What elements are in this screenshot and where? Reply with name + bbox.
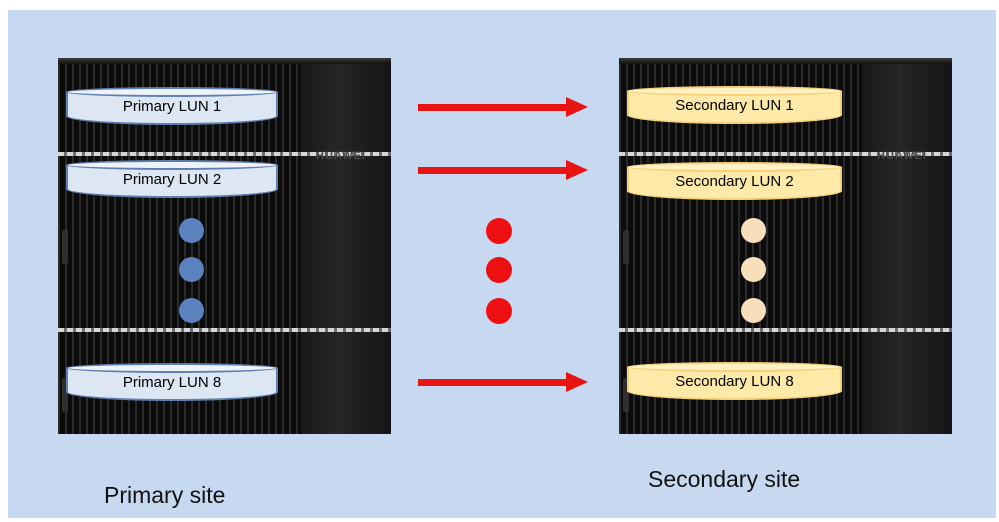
- primary-lun-1: Primary LUN 1: [66, 87, 278, 125]
- primary-ellipsis-dot-3: [179, 298, 204, 323]
- replication-arrow-lun-1: [418, 97, 588, 117]
- replication-ellipsis-dot-3: [486, 298, 512, 324]
- primary-ellipsis-dot-2: [179, 257, 204, 282]
- secondary-ellipsis-dot-1: [741, 218, 766, 243]
- replication-arrow-lun-8: [418, 372, 588, 392]
- primary-lun-8: Primary LUN 8: [66, 363, 278, 401]
- primary-lun-2: Primary LUN 2: [66, 160, 278, 198]
- primary-lun-8-label: Primary LUN 8: [122, 374, 222, 391]
- replication-ellipsis-dot-1: [486, 218, 512, 244]
- secondary-ellipsis-dot-2: [741, 257, 766, 282]
- secondary-site-label: Secondary site: [648, 466, 801, 492]
- secondary-lun-2-label: Secondary LUN 2: [675, 173, 794, 190]
- primary-lun-1-label: Primary LUN 1: [122, 98, 222, 115]
- replication-arrow-lun-2: [418, 160, 588, 180]
- secondary-lun-1: Secondary LUN 1: [627, 86, 842, 124]
- replication-ellipsis-dot-2: [486, 257, 512, 283]
- primary-lun-2-label: Primary LUN 2: [122, 171, 222, 188]
- secondary-lun-8: Secondary LUN 8: [627, 362, 842, 400]
- secondary-lun-1-label: Secondary LUN 1: [675, 97, 794, 114]
- primary-ellipsis-dot-1: [179, 218, 204, 243]
- secondary-lun-8-label: Secondary LUN 8: [675, 373, 794, 390]
- secondary-ellipsis-dot-3: [741, 298, 766, 323]
- secondary-lun-2: Secondary LUN 2: [627, 162, 842, 200]
- primary-site-label: Primary site: [104, 482, 226, 508]
